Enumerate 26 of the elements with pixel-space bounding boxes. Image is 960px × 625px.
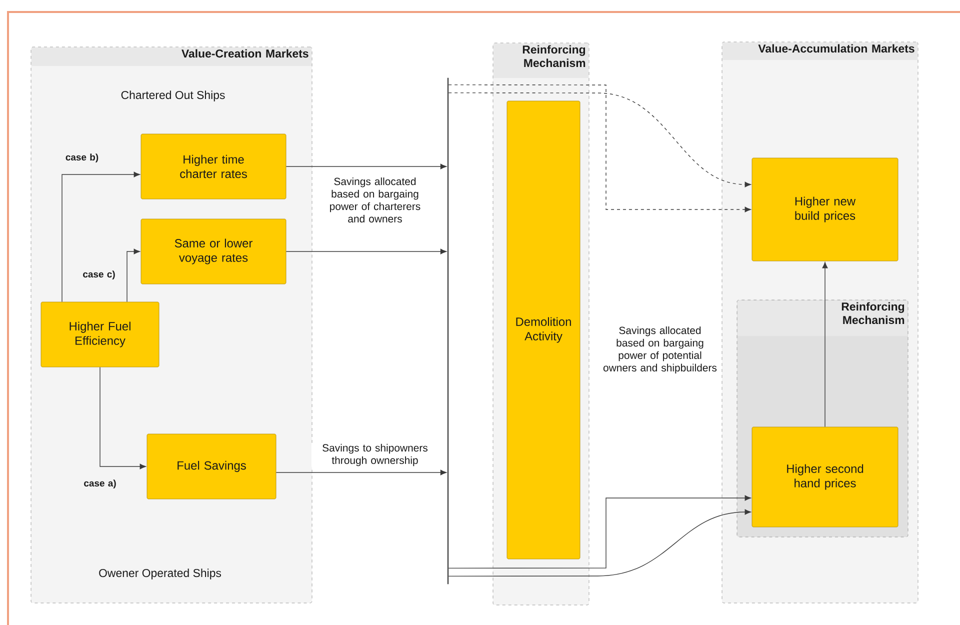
section-label: Owener Operated Ships bbox=[99, 568, 222, 580]
process-box: Higher second hand prices bbox=[752, 426, 898, 528]
edge-label: Savings to shipowners through ownership bbox=[322, 444, 428, 466]
process-box: Higher time charter rates bbox=[140, 134, 286, 200]
arrow bbox=[100, 366, 146, 470]
process-box: Demolition Activity bbox=[506, 100, 580, 560]
arrow bbox=[62, 172, 140, 302]
edge-label: case a) bbox=[84, 480, 116, 488]
arrow bbox=[822, 262, 828, 428]
process-box: Same or lower voyage rates bbox=[140, 218, 286, 284]
annotation: Savings allocated based on bargaing power of potential owners and shipbuilders bbox=[603, 326, 717, 374]
arrow bbox=[448, 92, 751, 188]
arrow bbox=[276, 470, 446, 476]
edge-label: case c) bbox=[83, 270, 115, 280]
section-label: Chartered Out Ships bbox=[121, 90, 225, 102]
process-box: Higher new build prices bbox=[752, 158, 898, 262]
process-box: Fuel Savings bbox=[146, 434, 276, 500]
arrow bbox=[286, 164, 446, 170]
arrow bbox=[286, 248, 446, 254]
process-box: Higher Fuel Efficiency bbox=[40, 302, 160, 368]
arrow bbox=[448, 84, 751, 212]
edge-label: Savings allocated based on bargaing power of charterers and owners bbox=[330, 177, 420, 223]
arrow bbox=[448, 509, 751, 577]
arrow bbox=[448, 495, 751, 569]
arrow bbox=[126, 248, 140, 302]
edge-label: case b) bbox=[66, 154, 98, 162]
